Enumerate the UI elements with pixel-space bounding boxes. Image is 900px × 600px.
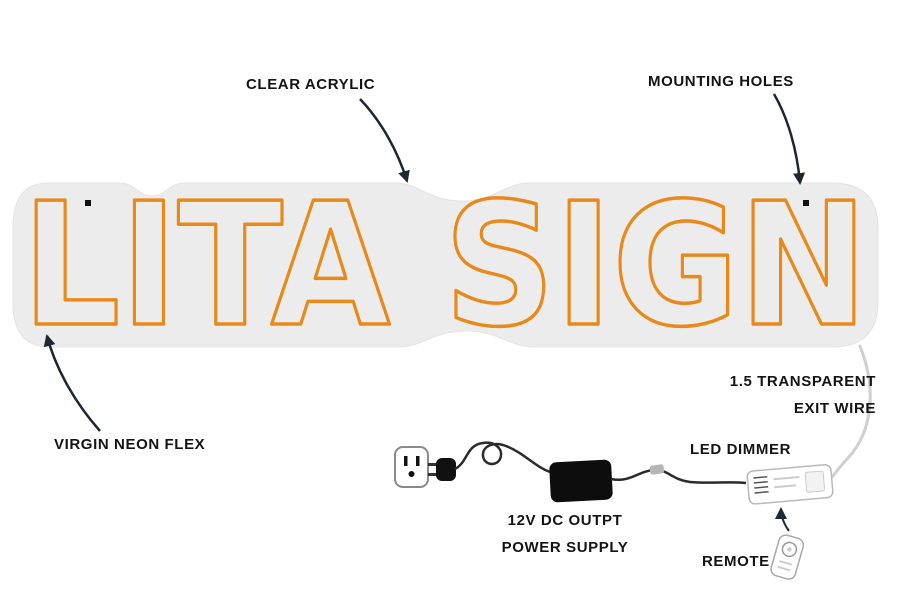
arrow-mounting-holes [772, 93, 806, 185]
label-mounting-holes: MOUNTING HOLES [648, 73, 794, 90]
label-led-dimmer: LED DIMMER [690, 441, 791, 458]
arrow-remote [775, 507, 790, 532]
label-power-supply-line1: 12V DC OUTPT [507, 512, 623, 529]
exit-wire [830, 344, 872, 479]
arrow-virgin-neon-flex [43, 334, 101, 432]
dimmer-cord [610, 468, 747, 485]
label-virgin-neon-flex: VIRGIN NEON FLEX [54, 436, 206, 453]
arrow-clear-acrylic [359, 98, 410, 183]
acrylic-backing [12, 182, 879, 348]
label-exit-wire: 1.5 TRANSPARENT EXIT WIRE [690, 368, 876, 422]
power-outlet-icon [394, 446, 429, 488]
mounting-hole-left [85, 200, 91, 206]
label-exit-wire-line1: 1.5 TRANSPARENT [729, 373, 876, 390]
led-dimmer-icon [746, 463, 834, 505]
label-power-supply: 12V DC OUTPT POWER SUPPLY [480, 507, 650, 561]
remote-icon [770, 534, 805, 580]
mounting-hole-right [803, 200, 809, 206]
label-power-supply-line2: POWER SUPPLY [501, 539, 629, 556]
power-cord [454, 441, 551, 474]
label-exit-wire-line2: EXIT WIRE [793, 400, 876, 417]
power-supply-icon [549, 459, 613, 503]
label-clear-acrylic: CLEAR ACRYLIC [246, 76, 376, 93]
neon-sign-text: LITA SIGN [22, 167, 868, 365]
plug-icon [428, 458, 456, 481]
label-remote: REMOTE [702, 553, 770, 570]
cord-connector [649, 464, 665, 475]
